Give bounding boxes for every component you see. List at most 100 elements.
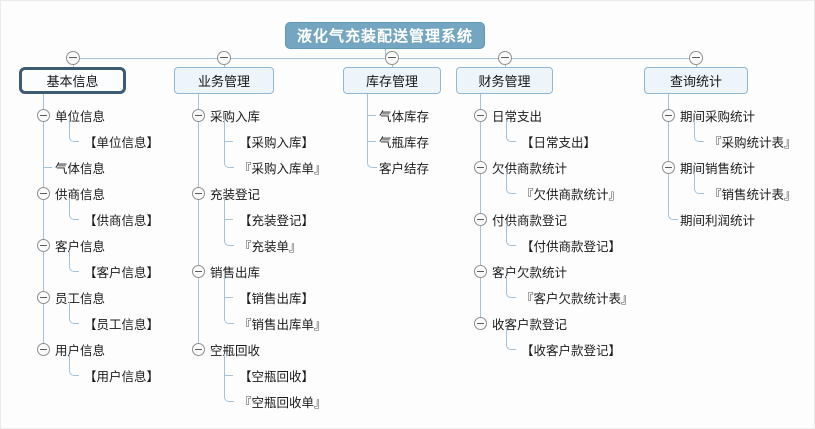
tree-node-row[interactable]: 客户信息 bbox=[43, 232, 126, 258]
tree-node: 『销售出库单』 bbox=[224, 310, 327, 336]
tree-node-row[interactable]: 付供商款登记 bbox=[480, 206, 567, 232]
tree-node-row[interactable]: 收客户款登记 bbox=[480, 310, 567, 336]
collapse-minus-icon[interactable] bbox=[37, 187, 50, 200]
tree-node: 期间销售统计『销售统计表』 bbox=[662, 154, 797, 206]
collapse-minus-icon[interactable] bbox=[192, 187, 205, 200]
tree-node: 【供商信息】 bbox=[69, 198, 159, 232]
node-label: 『充装单』 bbox=[239, 239, 302, 254]
tree-node-row[interactable]: 『采购入库单』 bbox=[224, 154, 327, 180]
collapse-minus-icon[interactable] bbox=[192, 265, 205, 278]
tree-node-row[interactable]: 【单位信息】 bbox=[69, 128, 159, 154]
collapse-minus-icon[interactable] bbox=[474, 265, 487, 278]
node-list: 【充装登记】『充装单』 bbox=[224, 198, 314, 258]
tree-node-row[interactable]: 【日常支出】 bbox=[506, 128, 596, 154]
tree-node: 『客户欠款统计表』 bbox=[506, 276, 634, 310]
tree-node-row[interactable]: 供商信息 bbox=[43, 180, 126, 206]
node-label: 销售出库 bbox=[210, 265, 261, 280]
collapse-minus-icon[interactable] bbox=[662, 109, 675, 122]
tree-node-row[interactable]: 『充装单』 bbox=[224, 232, 302, 258]
collapse-minus-icon[interactable] bbox=[192, 109, 205, 122]
tree-node-row[interactable]: 采购入库 bbox=[198, 102, 274, 128]
tree-node: 【采购入库】 bbox=[224, 120, 314, 154]
tree-node-row[interactable]: 日常支出 bbox=[480, 102, 553, 128]
node-label: 员工信息 bbox=[55, 291, 106, 306]
tree-node-row[interactable]: 【采购入库】 bbox=[224, 128, 314, 154]
collapse-minus-icon[interactable] bbox=[37, 343, 50, 356]
tree-node-row[interactable]: 【员工信息】 bbox=[69, 310, 159, 336]
tree-node-row[interactable]: 『空瓶回收单』 bbox=[224, 388, 327, 414]
node-list: 单位信息【单位信息】气体信息供商信息【供商信息】客户信息【客户信息】员工信息【员… bbox=[37, 94, 159, 388]
branches-connector-line bbox=[72, 58, 696, 59]
tree-node-row[interactable]: 气体信息 bbox=[43, 154, 126, 180]
tree-node-row[interactable]: 客户结存 bbox=[367, 154, 441, 180]
tree-node-row[interactable]: 销售出库 bbox=[198, 258, 274, 284]
tree-node-row[interactable]: 员工信息 bbox=[43, 284, 126, 310]
tree-node-row[interactable]: 单位信息 bbox=[43, 102, 126, 128]
tree-node: 【收客户款登记】 bbox=[506, 328, 621, 362]
collapse-minus-icon[interactable] bbox=[689, 51, 703, 65]
tree-node-row[interactable]: 客户欠款统计 bbox=[480, 258, 567, 284]
tree-node-row[interactable]: 【空瓶回收】 bbox=[224, 362, 314, 388]
node-label: 【单位信息】 bbox=[84, 135, 160, 150]
collapse-minus-icon[interactable] bbox=[192, 343, 205, 356]
tree-node-row[interactable]: 【充装登记】 bbox=[224, 206, 314, 232]
tree-node: 【客户信息】 bbox=[69, 250, 159, 284]
tree-node-row[interactable]: 欠供商款统计 bbox=[480, 154, 567, 180]
branch-box[interactable]: 基本信息 bbox=[19, 67, 126, 94]
tree-node-row[interactable]: 【用户信息】 bbox=[69, 362, 159, 388]
tree-node-row[interactable]: 【收客户款登记】 bbox=[506, 336, 621, 362]
tree-node-row[interactable]: 『欠供商款统计』 bbox=[506, 180, 621, 206]
collapse-minus-icon[interactable] bbox=[385, 51, 399, 65]
tree-node-row[interactable]: 『采购统计表』 bbox=[694, 128, 797, 154]
tree-node-row[interactable]: 用户信息 bbox=[43, 336, 126, 362]
branch-box[interactable]: 库存管理 bbox=[343, 67, 441, 94]
collapse-minus-icon[interactable] bbox=[497, 51, 512, 65]
tree-node: 付供商款登记【付供商款登记】 bbox=[474, 206, 621, 258]
tree-node-row[interactable]: 气瓶库存 bbox=[367, 128, 441, 154]
tree-node-row[interactable]: 【付供商款登记】 bbox=[506, 232, 621, 258]
tree-node: 【销售出库】 bbox=[224, 276, 314, 310]
tree-node-row[interactable]: 【销售出库】 bbox=[224, 284, 314, 310]
root-node[interactable]: 液化气充装配送管理系统 bbox=[285, 22, 485, 49]
tree-node-row[interactable]: 期间利润统计 bbox=[668, 206, 755, 232]
tree-node-row[interactable]: 【客户信息】 bbox=[69, 258, 159, 284]
tree-node-row[interactable]: 『销售出库单』 bbox=[224, 310, 327, 336]
tree-node-row[interactable]: 『客户欠款统计表』 bbox=[506, 284, 634, 310]
tree-node-row[interactable]: 【供商信息】 bbox=[69, 206, 159, 232]
tree-node: 【用户信息】 bbox=[69, 354, 159, 388]
tree-node-row[interactable]: 充装登记 bbox=[198, 180, 274, 206]
collapse-minus-icon[interactable] bbox=[37, 291, 50, 304]
collapse-minus-icon[interactable] bbox=[65, 51, 80, 65]
tree-node-row[interactable]: 期间销售统计 bbox=[668, 154, 755, 180]
tree-node: 『空瓶回收单』 bbox=[224, 388, 327, 414]
collapse-minus-icon[interactable] bbox=[37, 239, 50, 252]
tree-node-row[interactable]: 气体库存 bbox=[367, 102, 441, 128]
tree-node: 充装登记【充装登记】『充装单』 bbox=[192, 180, 314, 258]
collapse-minus-icon[interactable] bbox=[474, 109, 487, 122]
node-label: 【采购入库】 bbox=[239, 135, 315, 150]
branch-column: 业务管理采购入库【采购入库】『采购入库单』充装登记【充装登记】『充装单』销售出库… bbox=[174, 51, 327, 414]
node-label: 【付供商款登记】 bbox=[521, 239, 622, 254]
tree-node: 【充装登记】 bbox=[224, 198, 314, 232]
collapse-minus-icon[interactable] bbox=[474, 161, 487, 174]
tree-node-row[interactable]: 空瓶回收 bbox=[198, 336, 274, 362]
branch-box[interactable]: 财务管理 bbox=[456, 67, 553, 94]
node-label: 『空瓶回收单』 bbox=[239, 395, 327, 410]
collapse-minus-icon[interactable] bbox=[217, 51, 231, 65]
branch-box[interactable]: 业务管理 bbox=[174, 67, 274, 94]
collapse-minus-icon[interactable] bbox=[662, 161, 675, 174]
node-label: 『欠供商款统计』 bbox=[521, 187, 622, 202]
collapse-minus-icon[interactable] bbox=[474, 213, 487, 226]
tree-node-row[interactable]: 『销售统计表』 bbox=[694, 180, 797, 206]
node-label: 空瓶回收 bbox=[210, 343, 261, 358]
node-label: 客户欠款统计 bbox=[492, 265, 568, 280]
branch-box[interactable]: 查询统计 bbox=[644, 67, 748, 94]
node-label: 『销售出库单』 bbox=[239, 317, 327, 332]
node-label: 采购入库 bbox=[210, 109, 261, 124]
collapse-minus-icon[interactable] bbox=[474, 317, 487, 330]
branch-column: 查询统计期间采购统计『采购统计表』期间销售统计『销售统计表』期间利润统计 bbox=[644, 51, 797, 232]
tree-node-row[interactable]: 期间采购统计 bbox=[668, 102, 755, 128]
node-list: 【客户信息】 bbox=[69, 250, 159, 284]
collapse-minus-icon[interactable] bbox=[37, 109, 50, 122]
